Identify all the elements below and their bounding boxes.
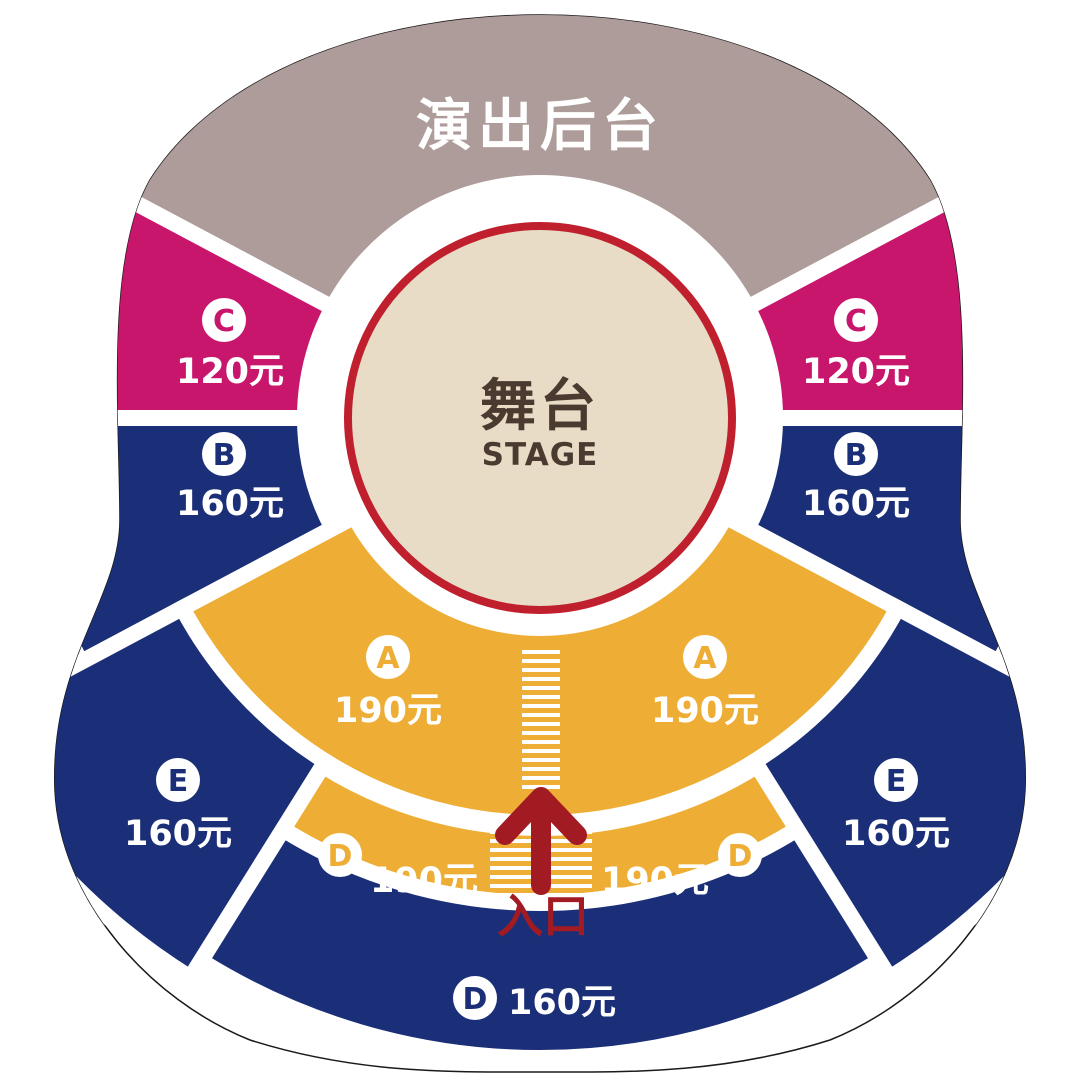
zone-a-right-price: 190元 [651,691,759,731]
aisle-stripe [522,677,560,681]
zone-b-right-badge: B [834,432,878,476]
svg-text:A: A [376,641,400,676]
aisle-stripe [522,740,560,744]
zone-b-left-price: 160元 [176,484,284,524]
aisle-stripe [522,767,560,771]
svg-text:E: E [886,764,907,799]
aisle-stripe [522,650,560,654]
aisle-stripe [522,704,560,708]
aisle-stripe [522,659,560,663]
zone-a-right-badge: A [683,635,727,679]
svg-text:A: A [693,641,717,676]
zone-d-outer-price: 160元 [508,983,616,1023]
zone-e-right-badge: E [874,758,918,802]
zone-a-left-badge: A [366,635,410,679]
zone-a-left-price: 190元 [334,691,442,731]
zone-d-inner-left-badge: D [318,833,362,877]
aisle-stripes-upper [522,650,560,789]
svg-text:B: B [213,438,236,473]
svg-text:B: B [845,438,868,473]
entrance-arrow-icon [495,787,587,895]
aisle-stripe [522,731,560,735]
aisle-stripe [522,749,560,753]
backstage-label: 演出后台 [416,94,664,159]
zone-d-inner-left-price: 190元 [370,861,478,901]
svg-text:E: E [168,764,189,799]
zone-c-left-badge: C [202,298,246,342]
svg-text:D: D [728,839,753,874]
zone-b-right-price: 160元 [802,484,910,524]
stage-circle[interactable] [344,222,736,614]
zone-b-left-badge: B [202,432,246,476]
aisle-stripe [522,758,560,762]
zone-c-right-price: 120元 [802,352,910,392]
stage-label-en: STAGE [482,437,599,473]
aisle-stripe [522,776,560,780]
aisle-stripe [522,695,560,699]
aisle-stripe [522,668,560,672]
zone-e-left[interactable] [0,597,337,989]
svg-text:D: D [328,839,353,874]
zone-e-left-badge: E [156,758,200,802]
stage-label: 舞台 [480,374,600,439]
zone-d-inner-right-badge: D [718,833,762,877]
svg-text:C: C [845,304,867,339]
aisle-stripe [490,902,592,906]
zone-e-right[interactable] [743,597,1080,989]
aisle-stripe [522,686,560,690]
aisle-stripe [522,722,560,726]
zone-c-right-badge: C [834,298,878,342]
zone-e-left-price: 160元 [124,814,232,854]
svg-text:D: D [463,982,488,1017]
svg-text:C: C [213,304,235,339]
zone-c-left-price: 120元 [176,352,284,392]
zone-d-outer-badge: D [453,976,497,1020]
aisle-stripe [522,713,560,717]
zone-e-right-price: 160元 [842,814,950,854]
entrance-label[interactable]: 入口 [497,889,589,943]
zone-d-inner-right-price: 190元 [601,861,709,901]
